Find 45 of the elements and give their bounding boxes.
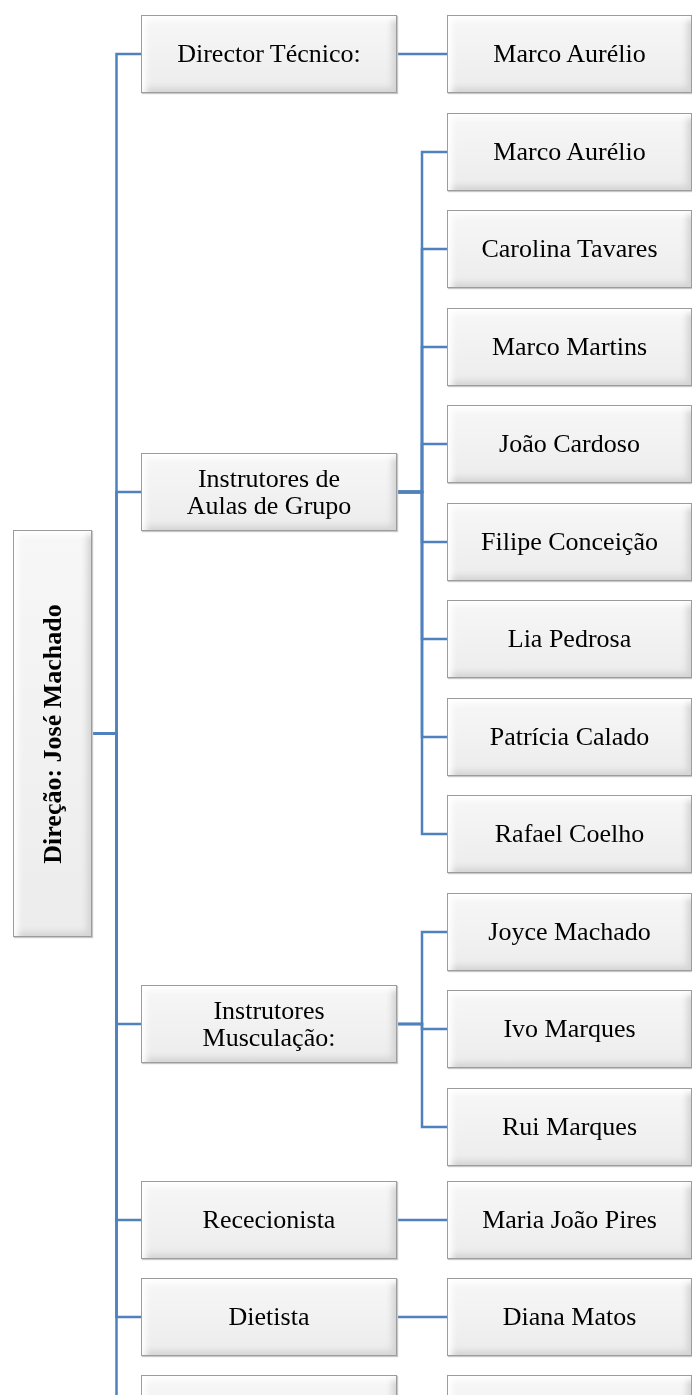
org-box (141, 15, 397, 93)
box-label: Maria João Pires (482, 1206, 657, 1234)
box-label: Direção: José Machado (37, 603, 68, 864)
box-label: Instrutores de Aulas de Grupo (185, 464, 353, 520)
org-box (141, 1278, 397, 1356)
org-box (141, 453, 397, 531)
org-box (447, 1088, 692, 1166)
org-box (447, 113, 692, 191)
box-label: Marco Aurélio (493, 40, 646, 68)
org-box (141, 1181, 397, 1259)
org-box (13, 530, 92, 937)
box-label: Director Técnico: (177, 40, 361, 68)
box-label: Rafael Coelho (494, 820, 645, 848)
org-box (447, 893, 692, 971)
box-label: Diana Matos (502, 1303, 637, 1331)
org-box (447, 503, 692, 581)
org-box (447, 698, 692, 776)
org-box (447, 990, 692, 1068)
connector-line (397, 1022, 447, 1129)
connector-line (397, 52, 447, 56)
org-box (447, 405, 692, 483)
org-box (141, 985, 397, 1063)
org-box (447, 210, 692, 288)
org-box (447, 1278, 692, 1356)
box-label: Filipe Conceição (481, 528, 658, 556)
box-label: Joyce Machado (488, 918, 651, 946)
box-label: Carolina Tavares (481, 235, 658, 263)
box-label: Instrutores Musculação: (201, 996, 337, 1052)
box-label: Dietista (228, 1303, 310, 1331)
box-label: Marco Aurélio (493, 138, 646, 166)
org-box (447, 1181, 692, 1259)
box-label: Marco Martins (491, 333, 648, 361)
box-label: João Cardoso (499, 430, 640, 458)
org-box (447, 15, 692, 93)
box-label: Ivo Marques (503, 1015, 636, 1043)
box-label: Rui Marques (501, 1113, 637, 1141)
org-box (447, 795, 692, 873)
connector-line (397, 1218, 447, 1222)
box-label: Patrícia Calado (489, 723, 650, 751)
connector-line (397, 1315, 447, 1319)
org-box (447, 308, 692, 386)
box-label: Rececionista (202, 1206, 336, 1234)
org-box (447, 600, 692, 678)
connector-line (397, 490, 447, 836)
box-label: Lia Pedrosa (507, 625, 632, 653)
